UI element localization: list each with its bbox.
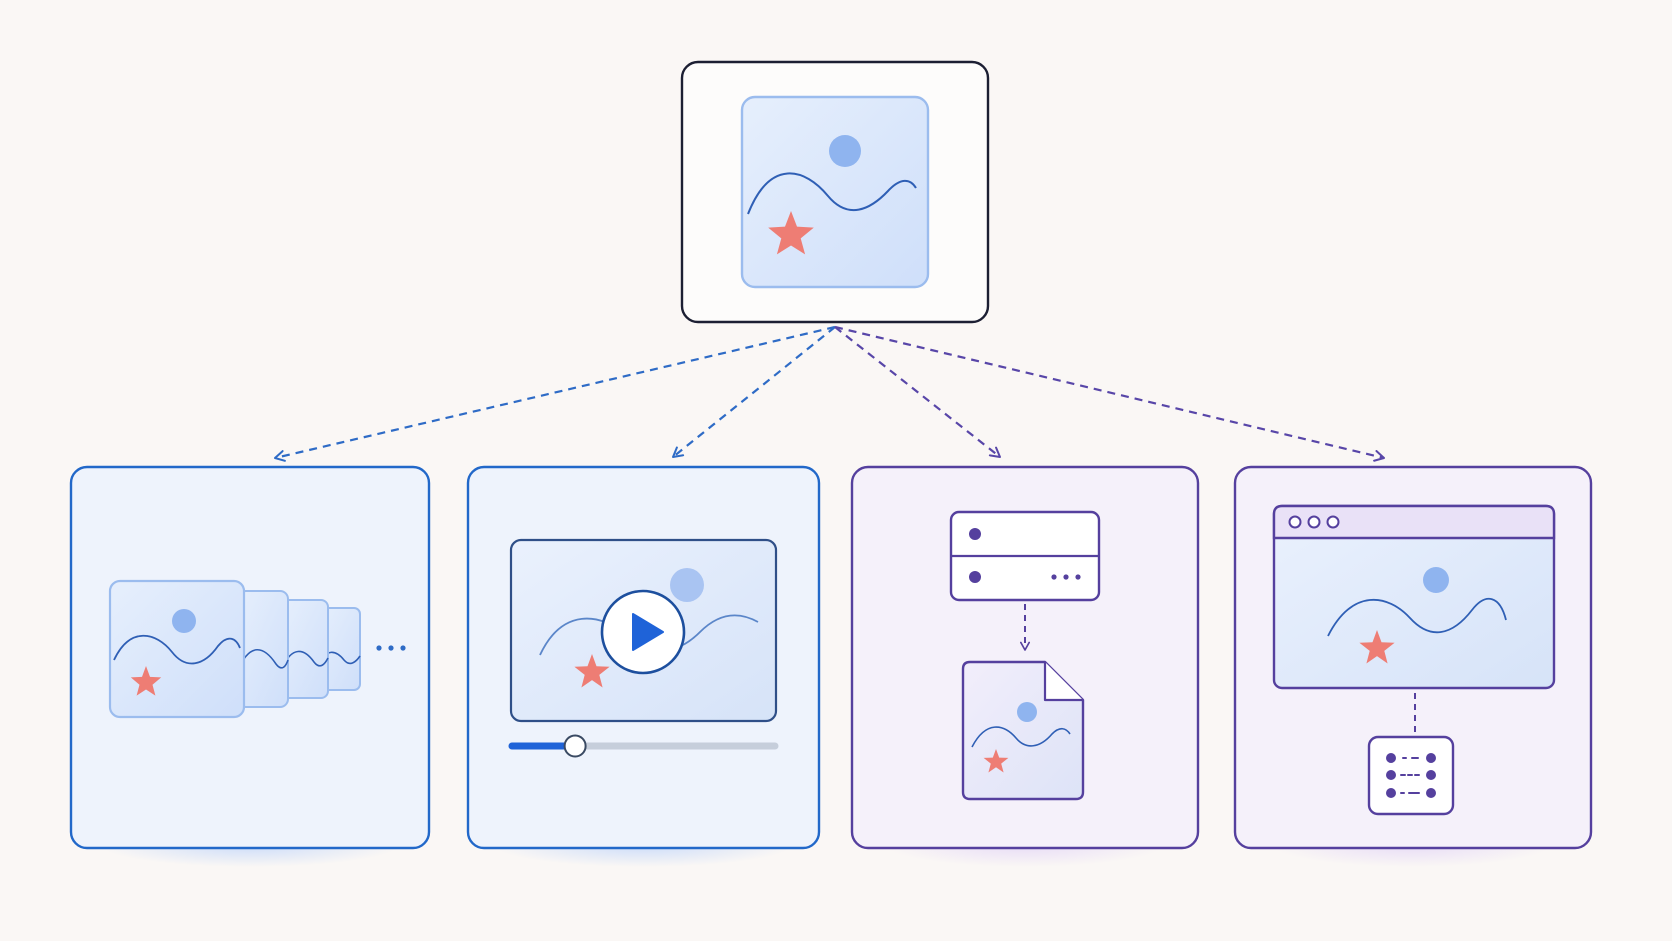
sun-icon [172,609,196,633]
star-icon [983,749,1009,773]
video-progress-bar [508,734,779,758]
sun-icon [1423,567,1449,593]
star-icon [768,211,814,255]
source-image [680,60,990,324]
sequence-frame-1 [108,579,246,719]
video-panel [466,465,821,850]
play-icon [632,613,664,651]
wave-line [747,172,917,215]
sun-icon [829,135,861,167]
star-icon [1359,630,1395,664]
video-player-icon [509,538,778,723]
server-to-image-file-icon [949,510,1101,801]
ellipsis-icon [376,645,406,651]
wave-line [971,726,1071,748]
image-file-icon [961,660,1085,801]
file-corner-fold [1043,662,1083,702]
image-sequence-panel [69,465,431,850]
server-to-file-panel [850,465,1200,850]
image-sequence-icon [108,579,361,719]
browser-title-bar [1272,504,1556,540]
connector-to-image-sequence [274,325,836,462]
browser-render-panel [1233,465,1593,850]
sequence-frame-2 [237,590,289,708]
wave-line [113,634,241,665]
connector-to-video [672,326,836,458]
sun-icon [1017,702,1037,722]
star-icon [130,666,162,696]
star-icon [574,654,610,688]
sun-icon [670,568,704,602]
connector-to-browser [834,325,1385,462]
server-icon [949,510,1101,602]
connector-to-server-file [834,326,1001,458]
chip-grid-icon [1367,735,1455,816]
image-icon [740,95,930,289]
ellipsis-icon [1051,574,1081,580]
connectors [274,325,1385,462]
browser-window-icon [1272,504,1556,690]
wave-line [1327,598,1507,637]
window-controls [1288,515,1340,529]
progress-thumb [563,734,587,758]
